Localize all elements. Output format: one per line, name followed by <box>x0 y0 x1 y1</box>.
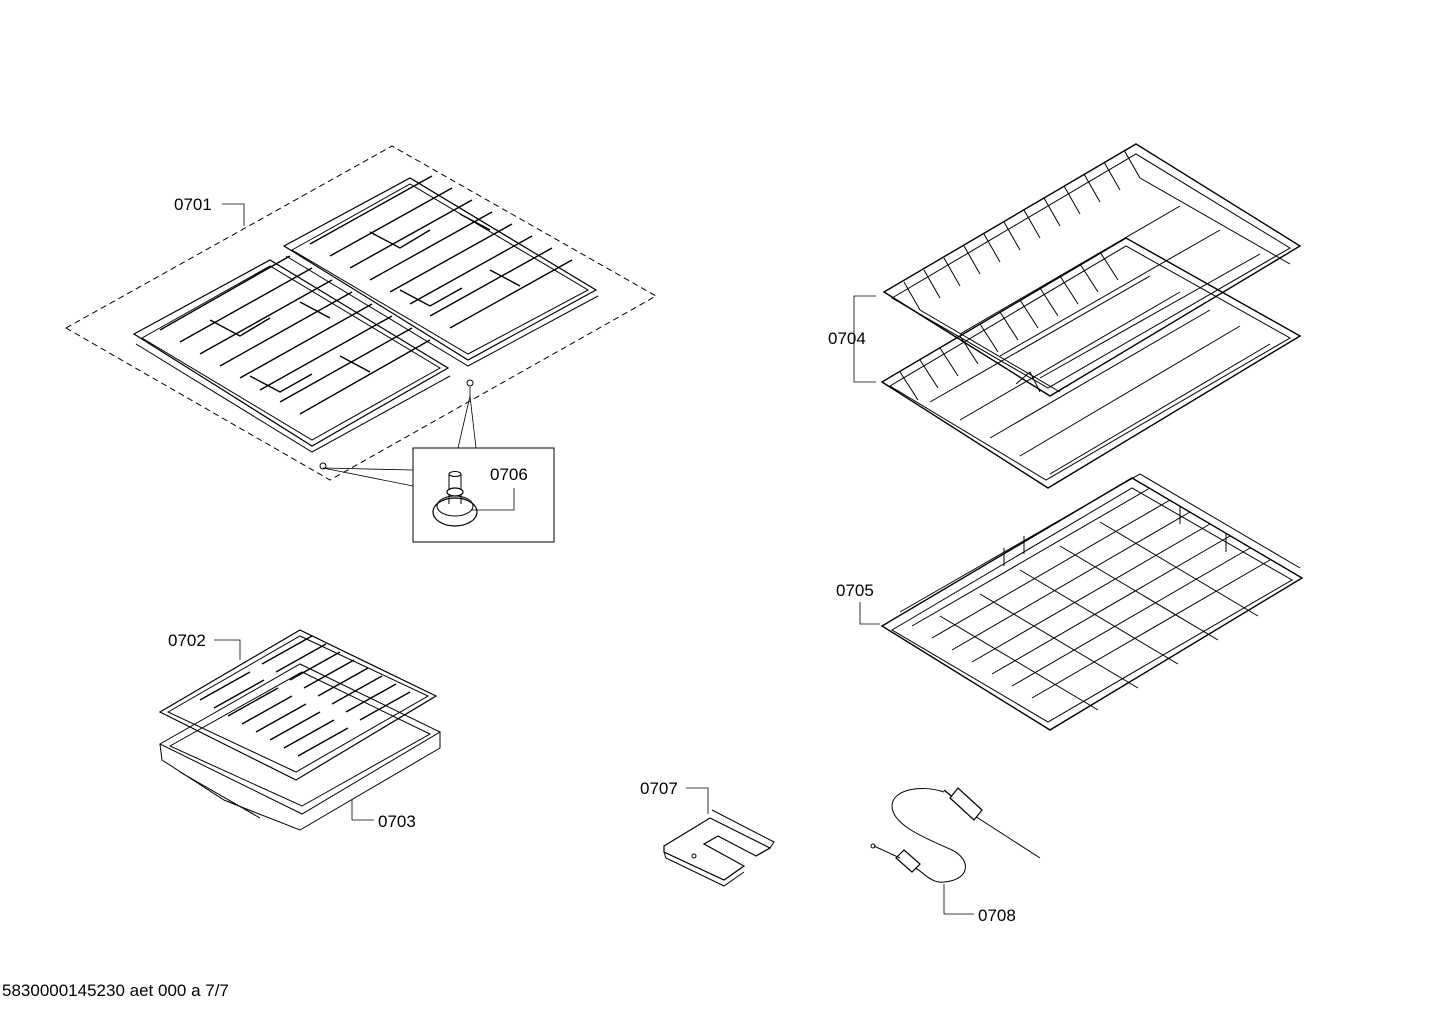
label-0708: 0708 <box>978 906 1016 925</box>
broiler-pan-insert-0702 <box>158 629 438 781</box>
meat-probe-0708 <box>870 787 1041 883</box>
burner-grates-0701 <box>64 145 658 481</box>
label-0705: 0705 <box>836 581 874 600</box>
label-0704: 0704 <box>828 329 866 348</box>
oven-racks-0704 <box>880 143 1302 489</box>
roasting-rack-0705 <box>880 473 1304 731</box>
broiler-pan-0703 <box>158 663 442 831</box>
label-0701: 0701 <box>174 195 212 214</box>
grate-left <box>132 255 451 453</box>
label-0702: 0702 <box>168 631 206 650</box>
label-0707: 0707 <box>640 779 678 798</box>
label-0706: 0706 <box>490 465 528 484</box>
document-footer-code: 5830000145230 aet 000 a 7/7 <box>2 981 229 1000</box>
rubber-foot-0706 <box>322 395 555 543</box>
label-0703: 0703 <box>378 812 416 831</box>
bracket-0707 <box>663 809 775 887</box>
grate-right <box>282 175 599 367</box>
